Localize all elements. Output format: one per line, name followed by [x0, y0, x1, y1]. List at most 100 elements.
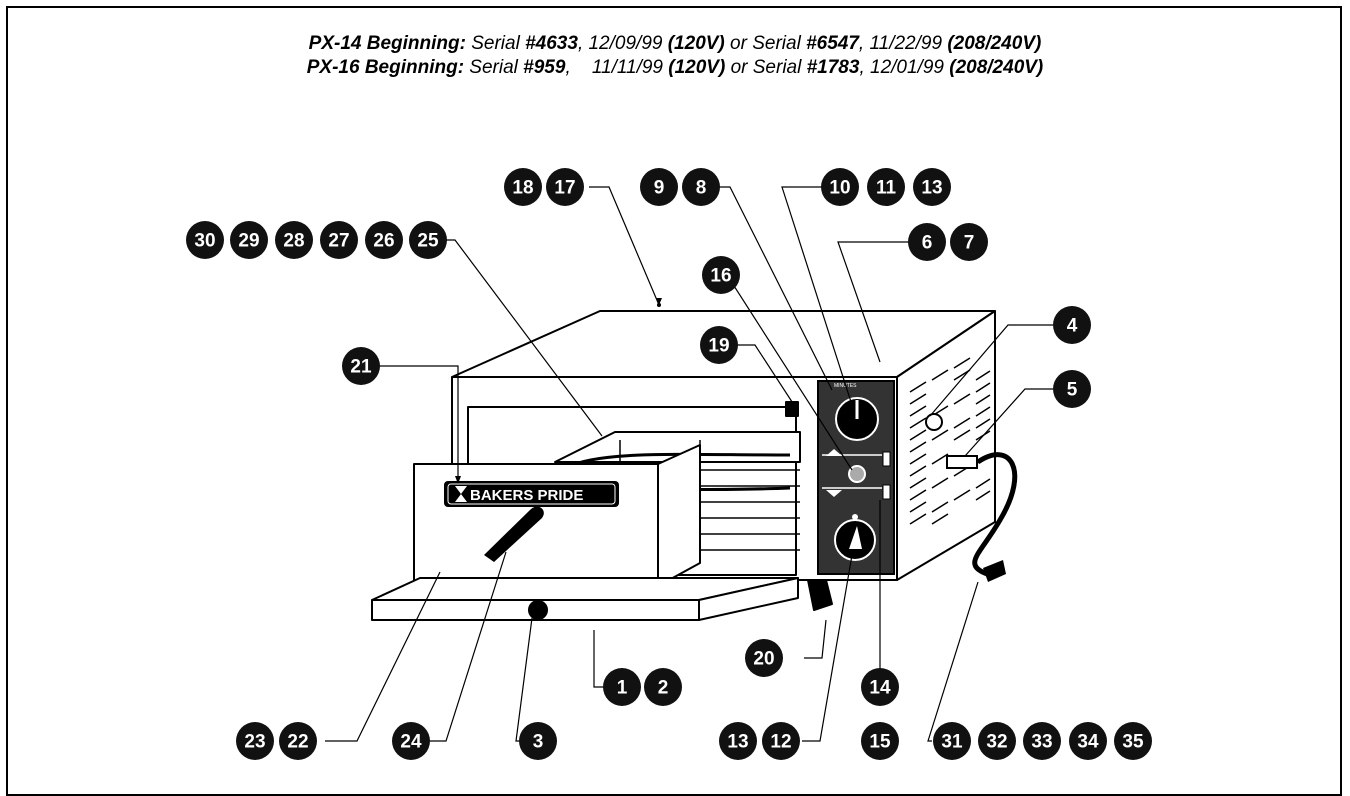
- callout-23: 23: [236, 722, 274, 760]
- svg-text:35: 35: [1122, 732, 1144, 753]
- svg-text:12: 12: [770, 732, 791, 753]
- thermostat-pointer: [849, 526, 862, 549]
- callout-5: 5: [1053, 370, 1091, 408]
- svg-text:22: 22: [287, 732, 308, 753]
- indicator-light: [848, 465, 866, 483]
- svg-text:27: 27: [328, 231, 349, 252]
- text: or Serial: [724, 33, 807, 54]
- svg-text:34: 34: [1077, 732, 1099, 753]
- text: or Serial: [725, 57, 807, 78]
- serial: #6547: [806, 33, 859, 54]
- voltage: (120V): [668, 57, 726, 78]
- serial: #4633: [525, 33, 578, 54]
- svg-text:9: 9: [654, 178, 665, 199]
- callout-20: 20: [745, 639, 783, 677]
- callout-8: 8: [682, 168, 720, 206]
- callout-31: 31: [933, 722, 971, 760]
- voltage: (120V): [667, 33, 725, 54]
- callout-13b: 13: [719, 722, 757, 760]
- sensor-bracket: [785, 401, 799, 417]
- serial: #959: [523, 57, 566, 78]
- callout-2: 2: [644, 668, 682, 706]
- callout-12: 12: [762, 722, 800, 760]
- control-panel: MINUTES: [817, 380, 895, 575]
- svg-text:17: 17: [554, 178, 575, 199]
- callout-6: 6: [908, 223, 946, 261]
- callout-35: 35: [1114, 722, 1152, 760]
- callout-14: 14: [861, 668, 899, 706]
- callout-21: 21: [342, 347, 380, 385]
- callout-30: 30: [186, 221, 224, 259]
- model-label: PX-16 Beginning:: [306, 57, 465, 78]
- serial: #1783: [806, 57, 860, 78]
- svg-text:31: 31: [941, 732, 963, 753]
- svg-text:23: 23: [244, 732, 265, 753]
- callout-18: 18: [504, 168, 542, 206]
- date: , 11/11/99: [565, 57, 669, 78]
- base-shelf-side: [698, 577, 799, 621]
- svg-text:20: 20: [753, 649, 774, 670]
- callout-15: 15: [861, 722, 899, 760]
- voltage: (208/240V): [949, 57, 1044, 78]
- date: , 12/09/99: [577, 33, 668, 54]
- svg-text:2: 2: [658, 678, 669, 699]
- svg-text:6: 6: [922, 233, 933, 254]
- callout-11: 11: [867, 168, 905, 206]
- model-label: PX-14 Beginning:: [308, 33, 466, 54]
- svg-text:8: 8: [696, 178, 707, 199]
- callout-27: 27: [320, 221, 358, 259]
- svg-text:28: 28: [283, 231, 304, 252]
- svg-text:30: 30: [194, 231, 215, 252]
- header: PX-14 Beginning: Serial #4633, 12/09/99 …: [0, 32, 1350, 80]
- callout-29: 29: [230, 221, 268, 259]
- drawer-side: [657, 444, 701, 587]
- svg-text:21: 21: [350, 357, 372, 378]
- svg-text:13: 13: [727, 732, 748, 753]
- callout-4: 4: [1053, 306, 1091, 344]
- callout-26: 26: [365, 221, 403, 259]
- svg-text:14: 14: [869, 678, 891, 699]
- svg-text:33: 33: [1031, 732, 1052, 753]
- callout-33: 33: [1023, 722, 1061, 760]
- side-vents: [909, 357, 991, 525]
- svg-text:26: 26: [373, 231, 394, 252]
- svg-text:4: 4: [1067, 316, 1078, 337]
- svg-text:11: 11: [876, 178, 897, 199]
- callout-22: 22: [279, 722, 317, 760]
- callout-34: 34: [1069, 722, 1107, 760]
- callout-24: 24: [392, 722, 430, 760]
- callout-32: 32: [978, 722, 1016, 760]
- svg-text:16: 16: [710, 266, 731, 287]
- svg-text:13: 13: [921, 178, 942, 199]
- svg-text:18: 18: [512, 178, 533, 199]
- power-cord: [972, 452, 1018, 578]
- terminal-block: [946, 455, 978, 469]
- callout-3: 3: [519, 722, 557, 760]
- callout-25: 25: [409, 221, 447, 259]
- header-line-1: PX-14 Beginning: Serial #4633, 12/09/99 …: [0, 32, 1350, 56]
- toggle-switch-upper[interactable]: [882, 451, 891, 467]
- header-line-2: PX-16 Beginning: Serial #959, 11/11/99 (…: [0, 56, 1350, 80]
- drawer-handle: [484, 506, 544, 562]
- svg-text:32: 32: [986, 732, 1007, 753]
- brand-logo-text: BAKERS PRIDE: [470, 487, 583, 504]
- callout-19: 19: [700, 326, 738, 364]
- callout-28: 28: [275, 221, 313, 259]
- svg-text:10: 10: [829, 178, 850, 199]
- toggle-switch-lower[interactable]: [882, 484, 891, 500]
- svg-text:24: 24: [400, 732, 422, 753]
- callout-17: 17: [546, 168, 584, 206]
- base-knob: [528, 600, 548, 620]
- callout-1: 1: [603, 668, 641, 706]
- callout-9: 9: [640, 168, 678, 206]
- callout-13a: 13: [913, 168, 951, 206]
- text: Serial: [465, 33, 526, 54]
- voltage: (208/240V): [947, 33, 1042, 54]
- svg-text:1: 1: [617, 678, 628, 699]
- brand-plate: [444, 481, 619, 507]
- callout-10: 10: [821, 168, 859, 206]
- heating-element: [564, 452, 791, 470]
- power-plug: [983, 560, 1006, 582]
- reset-button: [925, 413, 943, 431]
